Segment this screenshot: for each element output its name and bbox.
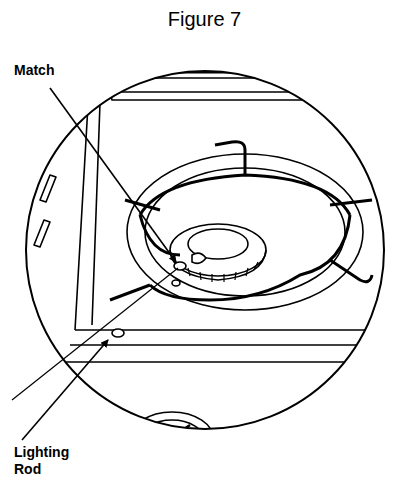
- part-label: Match: [14, 62, 94, 79]
- leader-line: [22, 340, 108, 440]
- leader-line: [50, 88, 176, 262]
- part-label: Lighting Rod: [14, 444, 84, 478]
- figure-title: Figure 7: [0, 8, 409, 31]
